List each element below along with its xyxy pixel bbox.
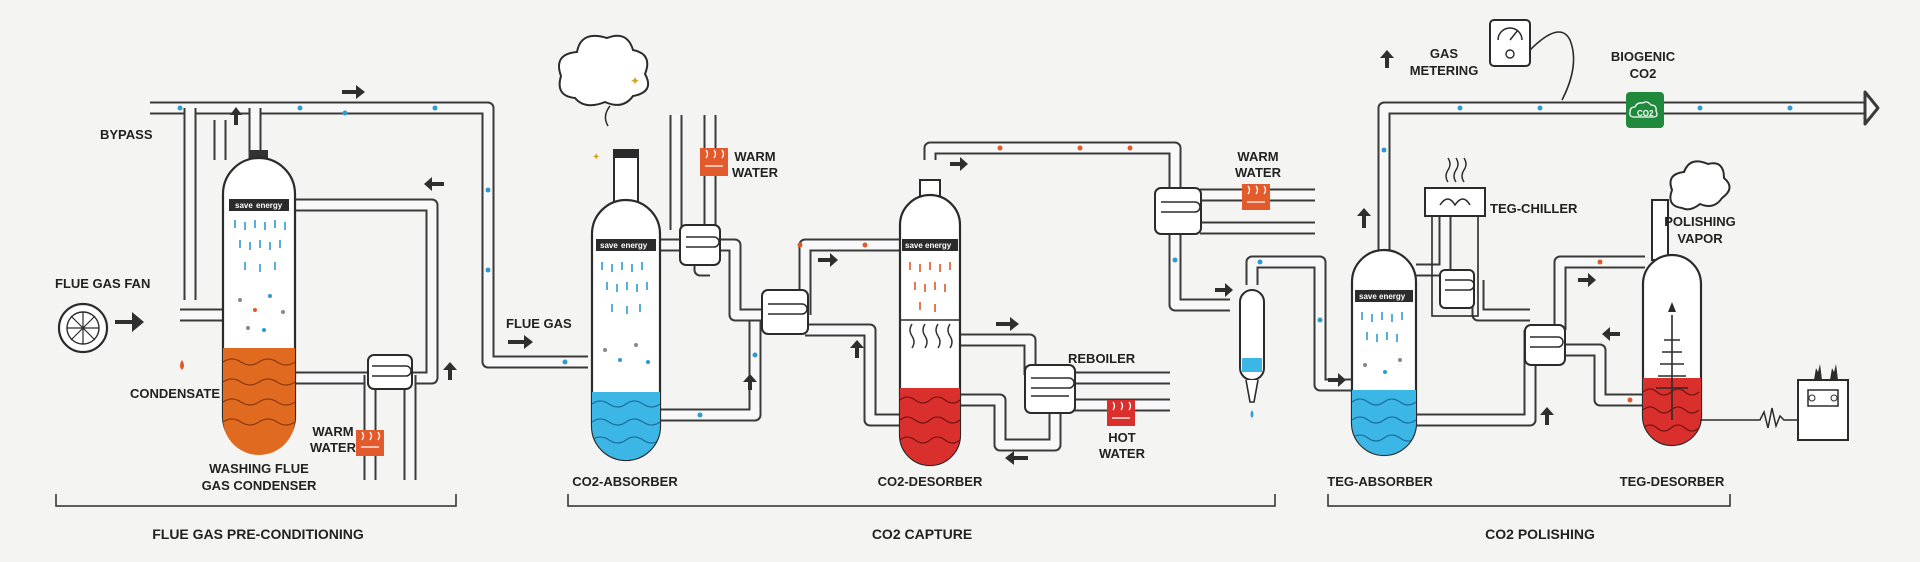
section-brackets: FLUE GAS PRE-CONDITIONING CO2 CAPTURE CO… — [55, 494, 1731, 542]
heater-icon — [1242, 184, 1270, 210]
heater-icon — [1107, 400, 1135, 426]
steam-cloud-icon — [558, 34, 649, 107]
heat-exchanger-b — [679, 224, 721, 266]
brand-energy: energy — [621, 241, 648, 250]
label-warm-water-c-2: WATER — [1235, 165, 1282, 180]
brand-save: save — [905, 241, 923, 250]
brand-energy: energy — [1379, 292, 1406, 301]
washing-flue-gas-condenser: save energy — [221, 150, 297, 455]
label-hot-water-1: HOT — [1108, 430, 1136, 445]
label-teg-absorber: TEG-ABSORBER — [1327, 474, 1433, 489]
label-co2-desorber: CO2-DESORBER — [878, 474, 983, 489]
brand-energy: energy — [256, 201, 283, 210]
power-supply-icon — [1700, 364, 1849, 441]
separator — [1239, 289, 1265, 418]
reboiler — [1024, 364, 1076, 414]
heat-exchanger-c — [761, 289, 809, 335]
label-warm-water-b-2: WATER — [732, 165, 779, 180]
co2-badge-text: CO2 — [1637, 109, 1654, 118]
flow-arrows — [230, 50, 1620, 465]
section-polishing: CO2 POLISHING — [1485, 526, 1595, 542]
heat-exchanger-d — [1154, 187, 1202, 235]
brand-save: save — [600, 241, 618, 250]
flue-gas-fan — [57, 302, 144, 354]
label-warm-water-c-1: WARM — [1237, 149, 1278, 164]
label-warm-water-a-2: WATER — [310, 440, 357, 455]
brand-save: save — [235, 201, 253, 210]
arrow-icon — [115, 312, 144, 332]
label-gas-metering-2: METERING — [1410, 63, 1479, 78]
label-washing-1: WASHING FLUE — [209, 461, 309, 476]
label-hot-water-2: WATER — [1099, 446, 1146, 461]
label-teg-chiller: TEG-CHILLER — [1490, 201, 1578, 216]
label-gas-metering-1: GAS — [1430, 46, 1459, 61]
heater-icon — [356, 430, 384, 456]
label-reboiler: REBOILER — [1068, 351, 1136, 366]
co2-absorber: save energy — [590, 149, 662, 462]
pipes — [150, 101, 1865, 480]
heat-exchanger-a — [367, 354, 413, 390]
brand-energy: energy — [925, 241, 952, 250]
condensate-drop-icon — [180, 360, 184, 370]
label-warm-water-b-1: WARM — [734, 149, 775, 164]
section-capture: CO2 CAPTURE — [872, 526, 972, 542]
brand-save: save — [1359, 292, 1377, 301]
teg-absorber: save energy — [1350, 248, 1418, 457]
outlet-arrow-icon — [1863, 90, 1880, 126]
co2-cloud-icon: CO2 — [1626, 92, 1664, 128]
heat-exchanger-e — [1524, 324, 1566, 366]
label-polishing-1: POLISHING — [1664, 214, 1736, 229]
label-bypass: BYPASS — [100, 127, 153, 142]
section-pre-conditioning: FLUE GAS PRE-CONDITIONING — [152, 526, 364, 542]
sparkle-icon: ✦ — [630, 74, 640, 88]
label-washing-2: GAS CONDENSER — [202, 478, 317, 493]
label-polishing-2: VAPOR — [1677, 231, 1723, 246]
teg-desorber — [1641, 199, 1703, 447]
label-flue-gas: FLUE GAS — [506, 316, 572, 331]
teg-chiller — [1424, 157, 1486, 317]
heater-icon — [700, 148, 728, 176]
labels: BYPASS FLUE GAS FAN CONDENSATE WASHING F… — [55, 46, 1736, 493]
co2-desorber: save energy — [898, 179, 962, 467]
steam-cloud-icon — [1669, 160, 1731, 211]
gauge-icon — [1489, 19, 1575, 101]
flow-markers — [177, 105, 1793, 418]
label-biogenic-2: CO2 — [1630, 66, 1657, 81]
label-warm-water-a-1: WARM — [312, 424, 353, 439]
label-co2-absorber: CO2-ABSORBER — [572, 474, 678, 489]
label-flue-gas-fan: FLUE GAS FAN — [55, 276, 150, 291]
sparkle-icon: ✦ — [592, 152, 600, 163]
label-condensate: CONDENSATE — [130, 386, 220, 401]
label-biogenic-1: BIOGENIC — [1611, 49, 1676, 64]
label-teg-desorber: TEG-DESORBER — [1620, 474, 1725, 489]
